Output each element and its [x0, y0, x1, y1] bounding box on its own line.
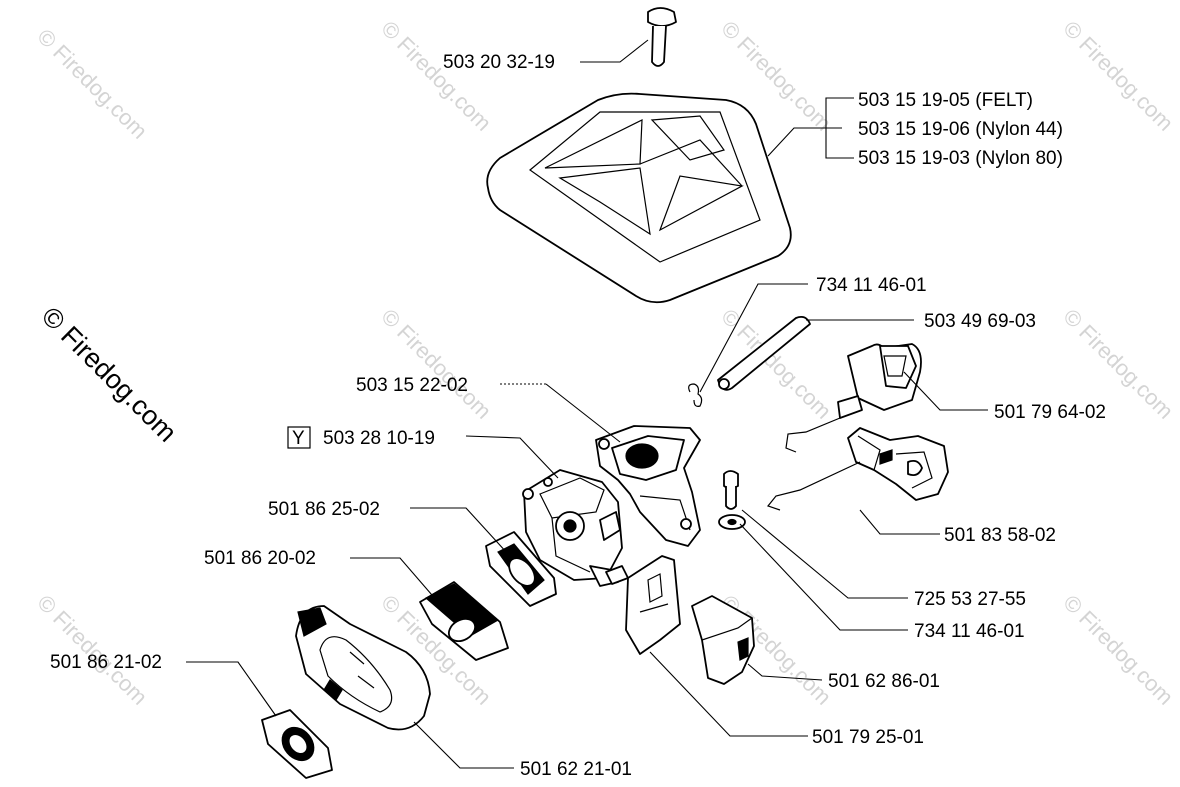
label-throttle-assembly: 501 83 58-02	[944, 525, 1056, 546]
washer-drawing	[718, 514, 746, 530]
marker-letter: Y	[292, 428, 305, 449]
label-clip: 734 11 46-01	[816, 275, 927, 296]
intake-boot-drawing	[295, 605, 431, 731]
label-screw-top: 503 20 32-19	[443, 52, 555, 73]
rubber-cap-drawing	[691, 595, 755, 685]
watermark: © Firedog.com	[1058, 16, 1178, 136]
label-choke-lever: 501 79 64-02	[994, 402, 1106, 423]
manifold-drawing	[595, 425, 701, 547]
label-washer: 734 11 46-01	[914, 621, 1025, 642]
bolt-drawing	[723, 470, 739, 510]
screw-drawing	[647, 7, 677, 67]
watermark: © Firedog.com	[32, 24, 152, 144]
plate-drawing	[625, 555, 681, 655]
watermark: © Firedog.com	[376, 304, 496, 424]
watermark: © Firedog.com	[32, 590, 152, 710]
watermark: © Firedog.com	[1058, 590, 1178, 710]
label-filter-nylon44: 503 15 19-06 (Nylon 44)	[858, 119, 1063, 140]
choke-lever-drawing	[785, 343, 922, 453]
watermark: © Firedog.com	[376, 16, 496, 136]
label-intake-gasket: 501 86 21-02	[50, 652, 162, 673]
leader-lines	[186, 39, 988, 769]
label-filter-nylon80: 503 15 19-03 (Nylon 80)	[858, 148, 1063, 169]
label-intake-boot: 501 62 21-01	[520, 759, 632, 780]
marker-box	[287, 426, 311, 449]
label-rod: 503 49 69-03	[924, 311, 1036, 332]
label-rubber-cap: 501 62 86-01	[828, 671, 940, 692]
clip-drawing	[688, 383, 703, 407]
intake-gasket-drawing	[261, 709, 333, 779]
watermark: © Firedog.com	[716, 304, 836, 424]
label-carburetor: 503 28 10-19	[323, 428, 435, 449]
spacer-drawing	[419, 581, 509, 661]
label-spacer: 501 86 20-02	[204, 548, 316, 569]
label-gasket-mid: 501 86 25-02	[268, 499, 380, 520]
label-bolt: 725 53 27-55	[914, 589, 1026, 610]
throttle-assembly-drawing	[766, 427, 949, 511]
rod-drawing	[717, 315, 811, 391]
mid-gasket-drawing	[485, 531, 557, 607]
air-filter-drawing	[486, 92, 792, 304]
label-plate: 501 79 25-01	[812, 727, 924, 748]
watermark-main: © Firedog.com	[36, 301, 183, 448]
part-labels: 503 20 32-19 503 15 19-05 (FELT) 503 15 …	[50, 52, 1106, 780]
label-filter-felt: 503 15 19-05 (FELT)	[858, 90, 1033, 111]
label-gasket-top: 503 15 22-02	[356, 375, 468, 396]
